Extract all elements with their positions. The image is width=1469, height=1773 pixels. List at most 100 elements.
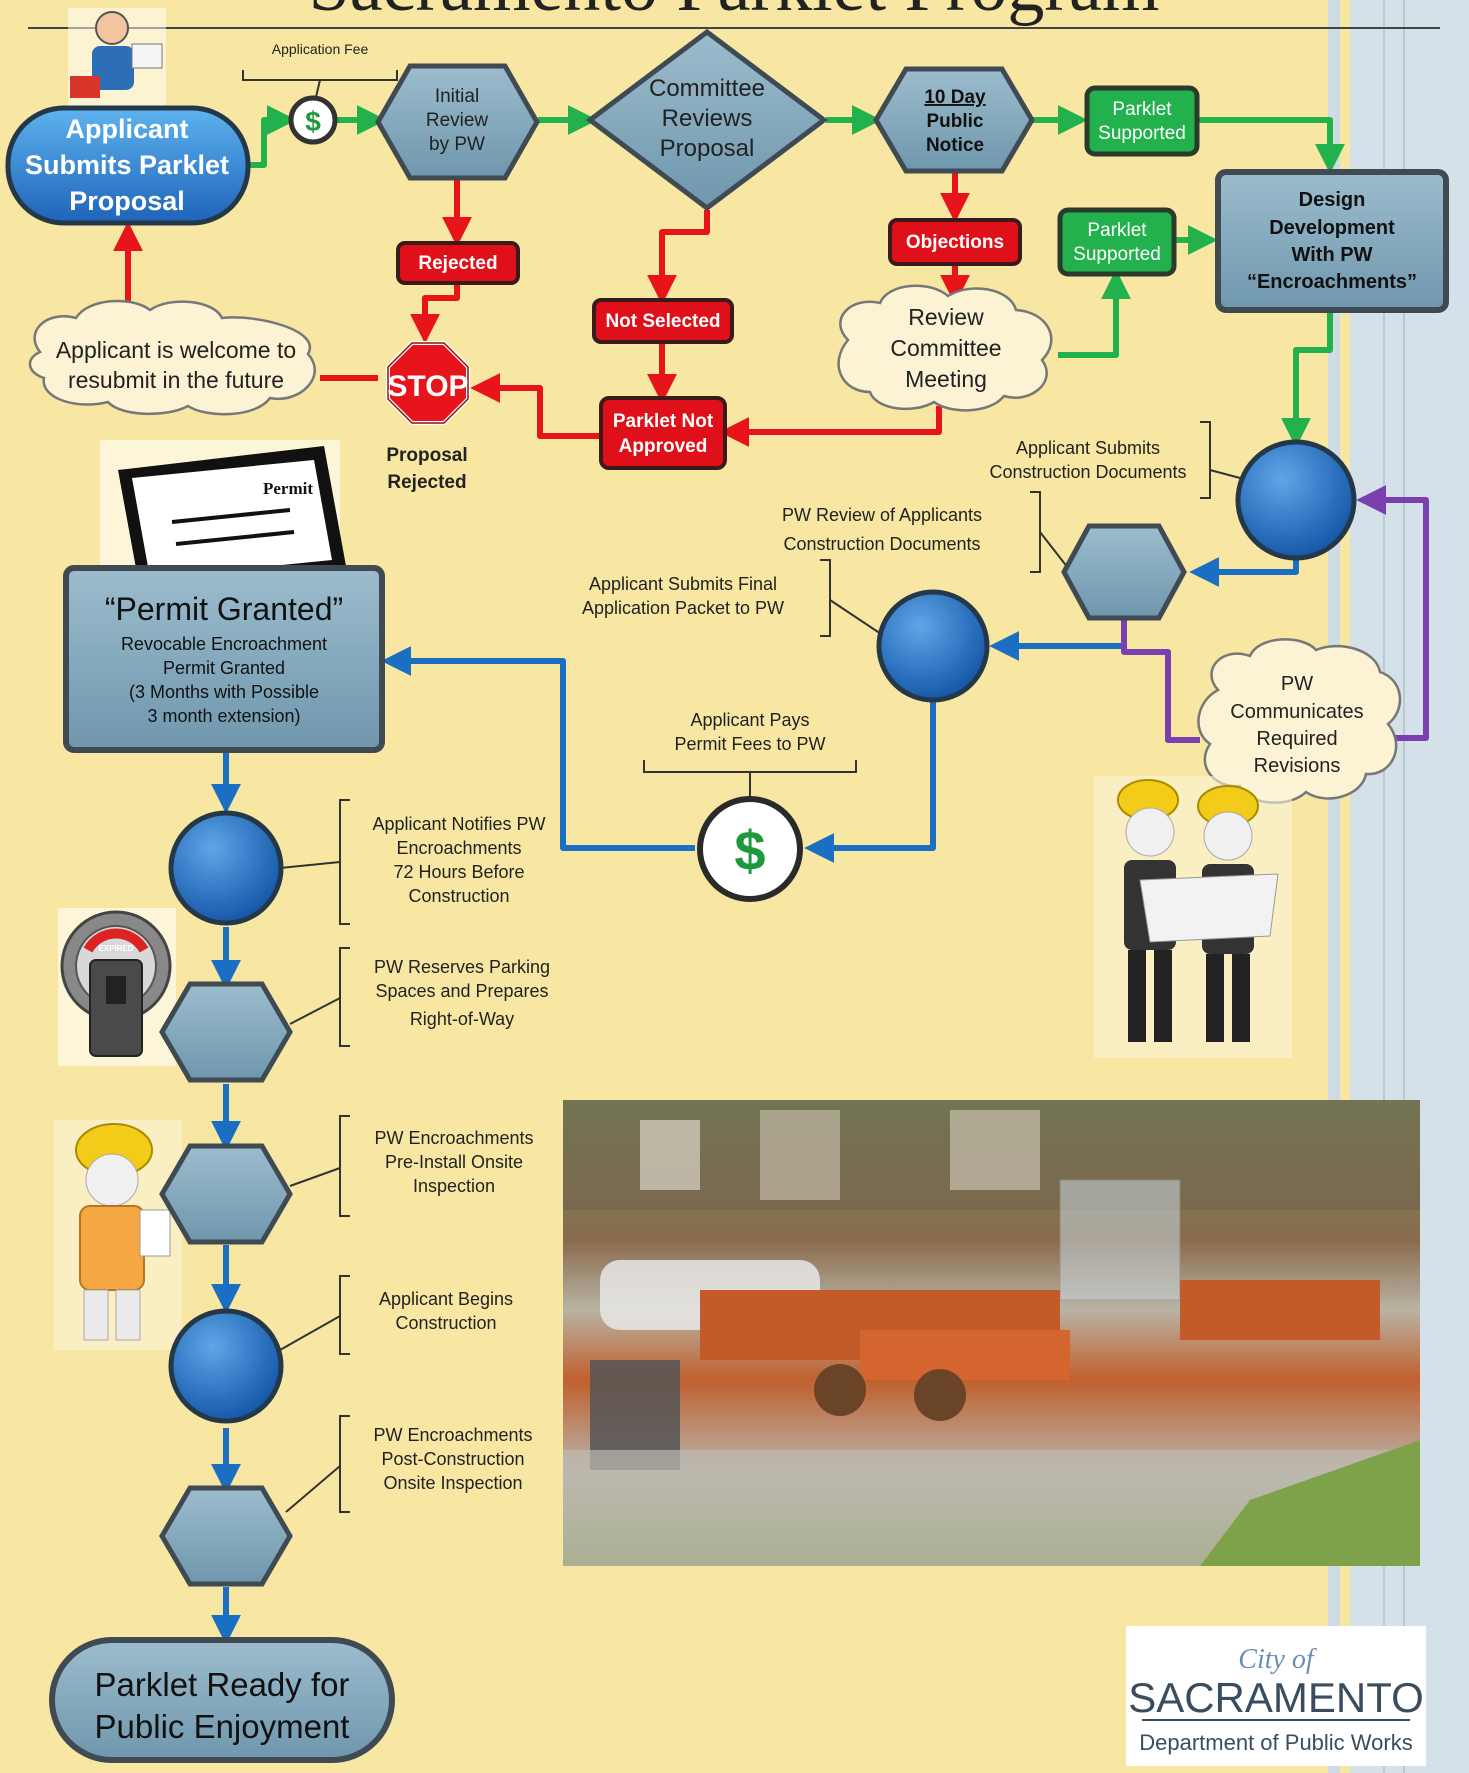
begins-annotation: Applicant Begins Construction: [279, 1275, 513, 1355]
notify-line1: Applicant Notifies PW: [372, 814, 545, 834]
not-approved-line1: Parklet Not: [613, 411, 714, 432]
meter-label: EXPIRED: [98, 944, 133, 953]
arrow-revisions-to-submit: [1356, 485, 1429, 741]
not-selected-text: Not Selected: [605, 311, 720, 332]
permit-fee-symbol: $: [734, 819, 765, 882]
objections-label: Objections: [888, 218, 1022, 266]
preinstall-line2: Pre-Install Onsite: [385, 1152, 523, 1172]
design-line4: “Encroachments”: [1247, 271, 1417, 293]
stop-sign-text: STOP: [387, 370, 468, 403]
resubmit-line2: resubmit in the future: [68, 367, 284, 393]
postinspection-line1: PW Encroachments: [373, 1425, 532, 1445]
supported1-line2: Supported: [1098, 123, 1186, 144]
permit-doc-label: Permit: [263, 479, 313, 498]
submit-construction-line2: Construction Documents: [989, 462, 1186, 482]
design-line3: With PW: [1292, 244, 1373, 266]
permit-granted-node: “Permit Granted” Revocable Encroachment …: [63, 565, 385, 753]
notify-line4: Construction: [408, 886, 509, 906]
page-title: Sacramento Parklet Program: [309, 0, 1160, 27]
parklet-supported-1-node: Parklet Supported: [1084, 85, 1200, 157]
permit-desc-line4: 3 month extension): [147, 706, 300, 726]
preinstall-line3: Inspection: [413, 1176, 495, 1196]
supported1-line1: Parklet: [1112, 99, 1172, 120]
design-line1: Design: [1299, 189, 1366, 211]
ready-line1: Parklet Ready for: [95, 1666, 350, 1703]
proposal-rejected-line2: Rejected: [387, 472, 466, 493]
not-selected-label: Not Selected: [592, 298, 734, 344]
committee-reviews-node: Committee Reviews Proposal: [585, 28, 829, 212]
initial-review-node: Initial Review by PW: [375, 63, 540, 181]
arrow-start-to-fee: [246, 105, 297, 168]
application-fee-annotation: Application Fee: [242, 41, 398, 98]
preinstall-line1: PW Encroachments: [374, 1128, 533, 1148]
begins-step: [168, 1308, 284, 1424]
arrow-rejected-to-stop: [410, 278, 460, 344]
arrow-fees-to-permit: [381, 646, 695, 851]
submit-construction-annotation: Applicant Submits Construction Documents: [989, 421, 1241, 499]
reserves-line2: Spaces and Prepares: [375, 981, 548, 1001]
reserves-annotation: PW Reserves Parking Spaces and Prepares …: [289, 947, 550, 1047]
permit-granted-title: “Permit Granted”: [105, 591, 343, 627]
revisions-line1: PW: [1281, 673, 1313, 695]
arrow-pwreview-to-revisions: [1121, 616, 1200, 743]
pw-review-annotation: PW Review of Applicants Construction Doc…: [782, 491, 1069, 573]
arrow-meeting-to-notapproved: [719, 406, 942, 447]
application-fee-label: Application Fee: [272, 41, 369, 57]
pays-line2: Permit Fees to PW: [674, 734, 825, 754]
design-line2: Development: [1269, 217, 1395, 239]
blue-connectors: [211, 552, 1299, 1645]
notify-annotation: Applicant Notifies PW Encroachments 72 H…: [279, 799, 546, 925]
logo-city-of: City of: [1238, 1644, 1317, 1675]
submit-final-line1: Applicant Submits Final: [589, 574, 777, 594]
inspector-clipart-icon: [54, 1120, 182, 1350]
initial-review-line1: Initial: [435, 86, 479, 107]
pays-line1: Applicant Pays: [690, 710, 809, 730]
arrow-final-to-fees: [804, 700, 936, 863]
initial-review-line3: by PW: [429, 134, 485, 155]
parklet-not-approved-node: Parklet Not Approved: [599, 396, 727, 470]
parklet-ready-end-node: Parklet Ready for Public Enjoyment: [49, 1637, 395, 1763]
permit-fee-coin: $: [697, 796, 803, 902]
worker-clipart-icon: [68, 8, 166, 106]
begins-line2: Construction: [395, 1313, 496, 1333]
begins-line1: Applicant Begins: [379, 1289, 513, 1309]
meeting-line2: Committee: [890, 335, 1001, 361]
application-fee-coin: $: [288, 95, 338, 145]
design-development-node: Design Development With PW “Encroachment…: [1215, 169, 1449, 313]
start-label-line3: Proposal: [69, 186, 185, 216]
revisions-line3: Required: [1256, 728, 1337, 750]
submit-final-step: [876, 589, 990, 703]
postinspection-line3: Onsite Inspection: [383, 1473, 522, 1493]
preinstall-annotation: PW Encroachments Pre-Install Onsite Insp…: [289, 1115, 534, 1217]
parking-meter-icon: EXPIRED: [58, 908, 176, 1066]
submit-construction-line1: Applicant Submits: [1016, 438, 1160, 458]
proposal-rejected-line1: Proposal: [386, 445, 467, 466]
permit-desc-line3: (3 Months with Possible: [129, 682, 319, 702]
revisions-line4: Revisions: [1254, 755, 1341, 777]
permit-desc-line1: Revocable Encroachment: [121, 634, 327, 654]
notice-line2: Public: [926, 111, 983, 132]
notice-line3: Notice: [926, 135, 984, 156]
pays-fees-annotation: Applicant Pays Permit Fees to PW: [643, 710, 857, 800]
arrow-design-to-submit: [1281, 310, 1333, 448]
rejected-label: Rejected: [396, 241, 520, 285]
public-notice-node: 10 Day Public Notice: [873, 66, 1035, 174]
reserves-step: [159, 981, 293, 1083]
supported2-line1: Parklet: [1087, 220, 1147, 241]
red-connectors: [113, 172, 970, 447]
pw-review-line2: Construction Documents: [783, 534, 980, 554]
meeting-line1: Review: [908, 304, 984, 330]
supported2-line2: Supported: [1073, 244, 1161, 265]
permit-document-icon: Permit: [100, 440, 346, 590]
application-fee-symbol: $: [305, 106, 321, 137]
postinspection-annotation: PW Encroachments Post-Construction Onsit…: [285, 1415, 533, 1513]
rejected-text: Rejected: [418, 253, 497, 274]
committee-line2: Reviews: [662, 105, 753, 132]
logo-city-name: SACRAMENTO: [1128, 1674, 1424, 1721]
green-connectors: [246, 105, 1345, 448]
start-label-line2: Submits Parklet: [25, 150, 229, 180]
notify-line3: 72 Hours Before: [393, 862, 524, 882]
ready-line2: Public Enjoyment: [95, 1708, 350, 1745]
